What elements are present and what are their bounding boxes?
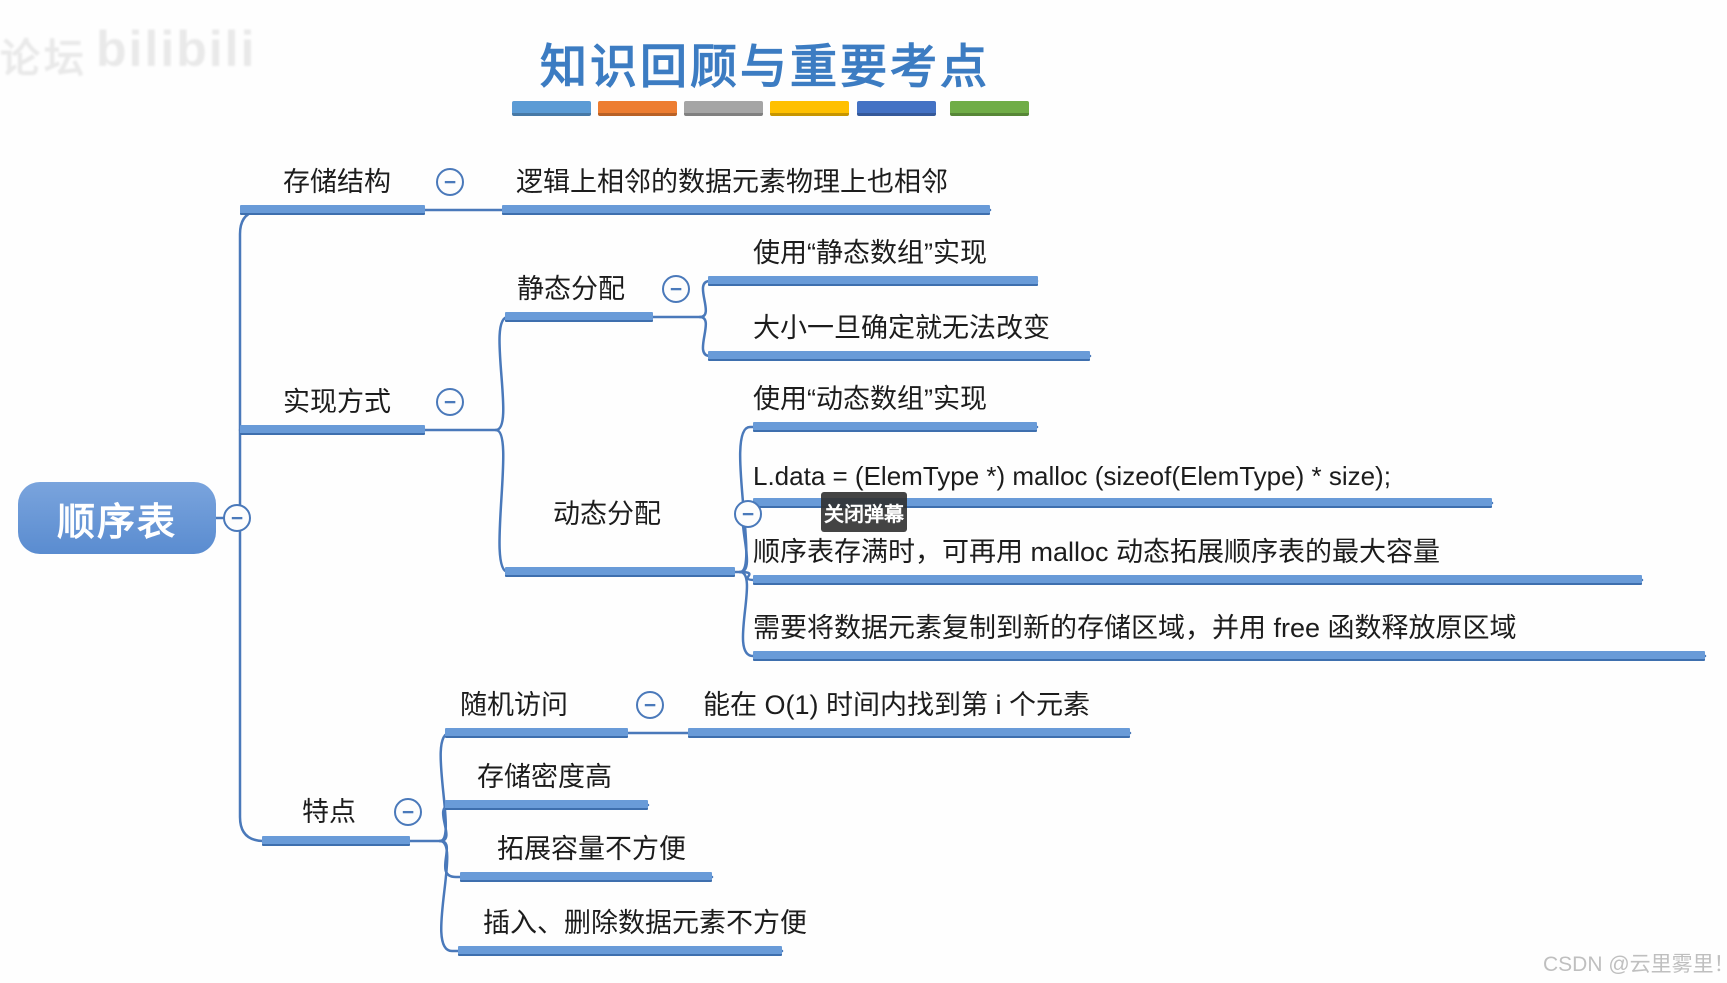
csdn-watermark: CSDN @云里雾里！ bbox=[1543, 953, 1727, 976]
leaf-expand-inconvenient: 拓展容量不方便 bbox=[497, 834, 686, 864]
leaf-static-fixed-size: 大小一旦确定就无法改变 bbox=[753, 313, 1050, 343]
branch-underline bbox=[688, 728, 1130, 738]
branch-underline bbox=[240, 425, 425, 435]
branch-underline bbox=[458, 946, 782, 956]
leaf-static-array: 使用“静态数组”实现 bbox=[753, 238, 987, 268]
collapse-minus-icon-root[interactable]: − bbox=[223, 504, 251, 532]
branch-underline bbox=[753, 498, 1492, 508]
branch-underline bbox=[753, 651, 1705, 661]
branch-underline bbox=[502, 205, 990, 215]
leaf-malloc-code: L.data = (ElemType *) malloc (sizeof(Ele… bbox=[753, 461, 1391, 491]
accent-bar-blue bbox=[512, 101, 591, 116]
collapse-minus-icon-dynamic[interactable]: − bbox=[734, 500, 762, 528]
bilibili-logo-watermark: bilibili bbox=[96, 21, 257, 77]
leaf-dynamic-array: 使用“动态数组”实现 bbox=[753, 384, 987, 414]
collapse-minus-icon-implementation[interactable]: − bbox=[436, 388, 464, 416]
branch-underline bbox=[445, 800, 648, 810]
accent-bar-yellow bbox=[770, 101, 849, 116]
branch-underline bbox=[445, 728, 628, 738]
leaf-storage-density: 存储密度高 bbox=[477, 762, 612, 792]
leaf-copy-free: 需要将数据元素复制到新的存储区域，并用 free 函数释放原区域 bbox=[753, 613, 1517, 643]
accent-bar-orange bbox=[598, 101, 677, 116]
accent-bar-green bbox=[950, 101, 1029, 116]
branch-underline bbox=[505, 567, 735, 577]
collapse-minus-icon-random-access[interactable]: − bbox=[636, 691, 664, 719]
branch-underline bbox=[505, 312, 653, 322]
collapse-minus-icon-features[interactable]: − bbox=[394, 798, 422, 826]
close-danmaku-tooltip: 关闭弹幕 bbox=[821, 492, 907, 532]
branch-underline bbox=[708, 351, 1090, 361]
branch-underline bbox=[460, 872, 712, 882]
branch-label-storage: 存储结构 bbox=[283, 167, 391, 197]
branch-label-static-allocation: 静态分配 bbox=[517, 274, 625, 304]
branch-underline bbox=[262, 836, 410, 846]
page-title: 知识回顾与重要考点 bbox=[540, 40, 990, 95]
branch-label-random-access: 随机访问 bbox=[460, 690, 568, 720]
leaf-storage-adjacent: 逻辑上相邻的数据元素物理上也相邻 bbox=[516, 167, 948, 197]
collapse-minus-icon-storage[interactable]: − bbox=[436, 168, 464, 196]
accent-bar-darkblue bbox=[857, 101, 936, 116]
watermark-forum: 论坛 bbox=[0, 37, 88, 81]
accent-bar-gray bbox=[684, 101, 763, 116]
root-node-shunxubiao[interactable]: 顺序表 bbox=[18, 482, 216, 554]
branch-underline bbox=[753, 422, 1037, 432]
collapse-minus-icon-static[interactable]: − bbox=[662, 275, 690, 303]
leaf-o1-access: 能在 O(1) 时间内找到第 i 个元素 bbox=[703, 690, 1091, 720]
leaf-malloc-expand: 顺序表存满时，可再用 malloc 动态拓展顺序表的最大容量 bbox=[753, 537, 1441, 567]
branch-underline bbox=[753, 575, 1642, 585]
branch-underline bbox=[708, 276, 1038, 286]
branch-underline bbox=[240, 205, 425, 215]
branch-label-features: 特点 bbox=[302, 797, 356, 827]
leaf-insert-delete-inconvenient: 插入、删除数据元素不方便 bbox=[483, 908, 807, 938]
branch-label-dynamic-allocation: 动态分配 bbox=[553, 499, 661, 529]
branch-label-implementation: 实现方式 bbox=[283, 387, 391, 417]
